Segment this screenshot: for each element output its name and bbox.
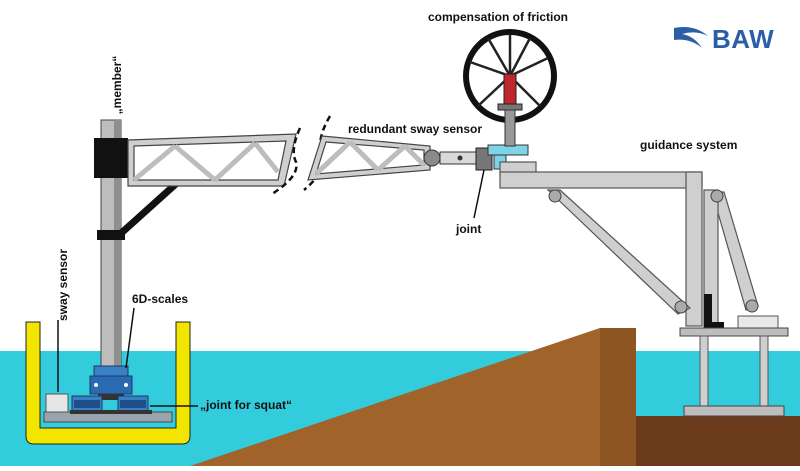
joint-pointer-line xyxy=(473,169,485,219)
squat-joint-right xyxy=(117,395,149,413)
sway-sensor-device xyxy=(45,393,69,413)
platform-leg-right xyxy=(759,335,769,409)
friction-wheel xyxy=(463,29,557,147)
squat-base xyxy=(70,410,152,414)
six-d-scales xyxy=(89,365,133,400)
guidance-platform xyxy=(679,327,789,337)
platform-foot xyxy=(683,405,785,417)
guidance-pivot-2 xyxy=(674,300,688,314)
guidance-pivot-4 xyxy=(745,299,759,313)
member-column-shade xyxy=(114,120,121,368)
ground-right xyxy=(636,416,800,466)
embankment-shadow xyxy=(600,328,636,466)
label-6d-scales: 6D-scales xyxy=(132,292,189,306)
truss-arm-right xyxy=(307,135,431,181)
label-member: „member“ xyxy=(110,55,124,115)
label-sway-sensor: sway sensor xyxy=(56,248,70,322)
label-redundant-sway-sensor: redundant sway sensor xyxy=(348,122,483,136)
diagonal-brace xyxy=(115,179,181,239)
break-mark-left xyxy=(271,127,302,196)
connector-bolt xyxy=(457,155,463,161)
member-collar xyxy=(97,230,125,240)
arm-ball-joint xyxy=(423,149,441,167)
guidance-bracket-foot xyxy=(704,322,724,328)
yellow-tank xyxy=(25,321,191,445)
guidance-frame xyxy=(499,161,759,331)
member-clamp xyxy=(94,138,128,178)
guidance-bracket xyxy=(704,294,712,328)
baw-swoosh-icon xyxy=(674,27,708,48)
label-guidance-system: guidance system xyxy=(640,138,738,152)
guidance-slider xyxy=(737,315,779,329)
squat-joint-left xyxy=(71,395,103,413)
guidance-pivot-3 xyxy=(710,189,724,203)
truss-arm-left xyxy=(127,133,297,187)
baw-logo: BAW xyxy=(672,22,788,56)
guidance-pivot-1 xyxy=(548,189,562,203)
label-compensation-of-friction: compensation of friction xyxy=(428,10,569,24)
baw-logo-text: BAW xyxy=(712,24,775,54)
scales-pointer-line xyxy=(125,307,135,369)
platform-leg-left xyxy=(699,335,709,409)
label-joint-for-squat: „joint for squat“ xyxy=(200,398,292,412)
embankment-slope xyxy=(190,328,636,466)
label-joint: joint xyxy=(456,222,482,236)
